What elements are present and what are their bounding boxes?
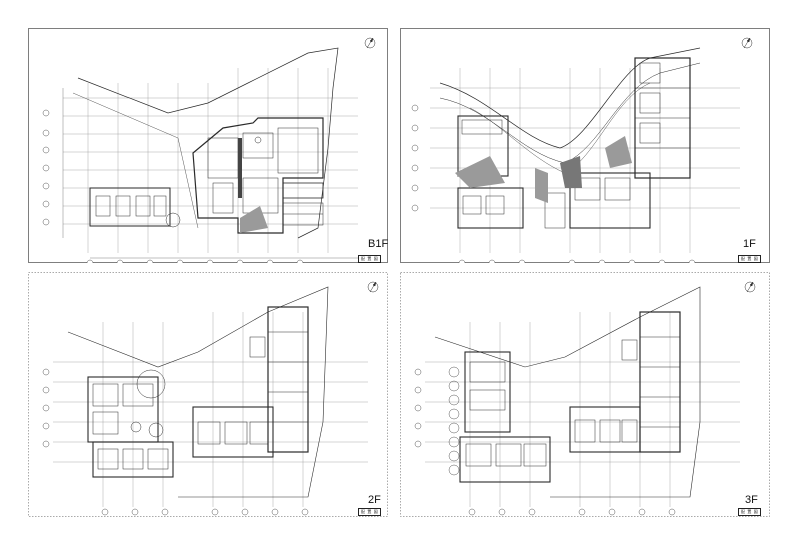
sheet-1f: 1F 配 置 図 (400, 28, 770, 263)
floor-plan-1f (400, 28, 770, 263)
sheet-b1f: B1F 配 置 図 (28, 28, 388, 263)
north-arrow-icon (364, 37, 376, 49)
title-stamp-2f: 配 置 図 (358, 508, 381, 516)
floor-label-3f: 3F (745, 494, 758, 506)
title-stamp-3f: 配 置 図 (738, 508, 761, 516)
sheet-2f: 2F 配 置 図 (28, 272, 388, 517)
title-stamp-1f: 配 置 図 (738, 255, 761, 263)
north-arrow-icon (744, 281, 756, 293)
floor-label-1f: 1F (743, 238, 756, 250)
floor-label-2f: 2F (368, 494, 381, 506)
floor-plan-b1f (28, 28, 388, 263)
floor-label-b1f: B1F (368, 238, 389, 250)
title-stamp-b1f: 配 置 図 (358, 255, 381, 263)
floor-plan-3f (400, 272, 770, 517)
north-arrow-icon (741, 37, 753, 49)
sheet-3f: 3F 配 置 図 (400, 272, 770, 517)
grid-bubble-icon (42, 109, 304, 263)
grid-bubble-icon (42, 368, 309, 516)
north-arrow-icon (367, 281, 379, 293)
floor-plan-2f (28, 272, 388, 517)
grid-bubble-icon (414, 368, 676, 516)
grid-bubble-icon (411, 104, 696, 263)
